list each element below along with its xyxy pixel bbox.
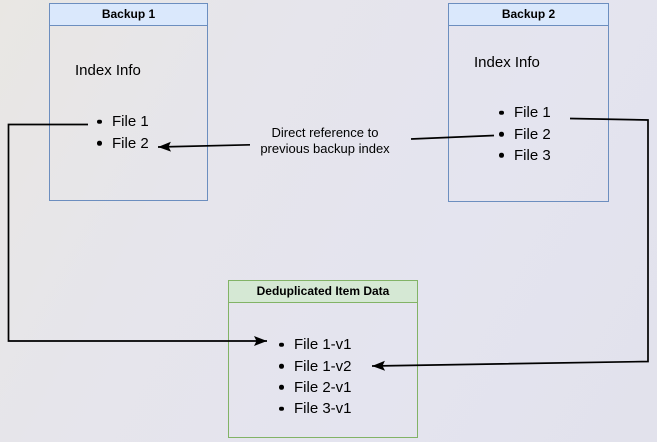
- bullet-dot: [499, 131, 504, 137]
- list-item: File 3: [496, 145, 551, 166]
- backup1-file-list: File 1 File 2: [94, 111, 149, 154]
- list-item: File 2: [94, 132, 149, 153]
- dedup-header: Deduplicated Item Data: [229, 281, 417, 303]
- bullet-dot: [97, 140, 102, 146]
- direct-reference-label: Direct reference to previous backup inde…: [244, 125, 406, 156]
- dedup-title: Deduplicated Item Data: [256, 284, 390, 298]
- item-label: File 1-v1: [294, 336, 352, 354]
- backup1-box: Backup 1 Index Info File 1 File 2: [49, 3, 208, 201]
- bullet-dot: [499, 153, 504, 158]
- file-label: File 2: [514, 125, 551, 143]
- list-item: File 1: [94, 111, 149, 132]
- bullet-dot: [279, 342, 284, 347]
- bullet-dot: [97, 119, 102, 124]
- backup1-header: Backup 1: [50, 4, 207, 26]
- bullet-dot: [279, 406, 284, 412]
- item-label: File 2-v1: [294, 378, 352, 396]
- file-label: File 3: [514, 146, 551, 164]
- list-item: File 1-v1: [276, 334, 352, 355]
- backup2-title: Backup 2: [501, 7, 556, 21]
- direct-reference-label-line2: previous backup index: [260, 140, 390, 156]
- list-item: File 1: [496, 102, 551, 123]
- file-label: File 1: [112, 113, 149, 131]
- backup2-index-info-label: Index Info: [474, 54, 540, 71]
- list-item: File 2: [496, 123, 551, 144]
- bullet-dot: [499, 110, 504, 115]
- file-label: File 2: [112, 134, 149, 152]
- backup2-header: Backup 2: [449, 4, 608, 26]
- backup1-title: Backup 1: [101, 7, 156, 21]
- bullet-dot: [279, 363, 284, 369]
- deduplicated-item-data-box: Deduplicated Item Data File 1-v1 File 1-…: [228, 280, 418, 438]
- file-label: File 1: [514, 104, 551, 122]
- item-label: File 3-v1: [294, 400, 352, 418]
- list-item: File 2-v1: [276, 377, 352, 398]
- dedup-item-list: File 1-v1 File 1-v2 File 2-v1 File 3-v1: [276, 334, 352, 420]
- backup1-index-info-label: Index Info: [75, 62, 141, 79]
- bullet-dot: [279, 385, 284, 390]
- item-label: File 1-v2: [294, 357, 352, 375]
- backup2-file-list: File 1 File 2 File 3: [496, 102, 551, 166]
- backup2-box: Backup 2 Index Info File 1 File 2 File 3: [448, 3, 609, 202]
- list-item: File 1-v2: [276, 355, 352, 376]
- list-item: File 3-v1: [276, 398, 352, 419]
- direct-reference-label-line1: Direct reference to: [271, 125, 379, 140]
